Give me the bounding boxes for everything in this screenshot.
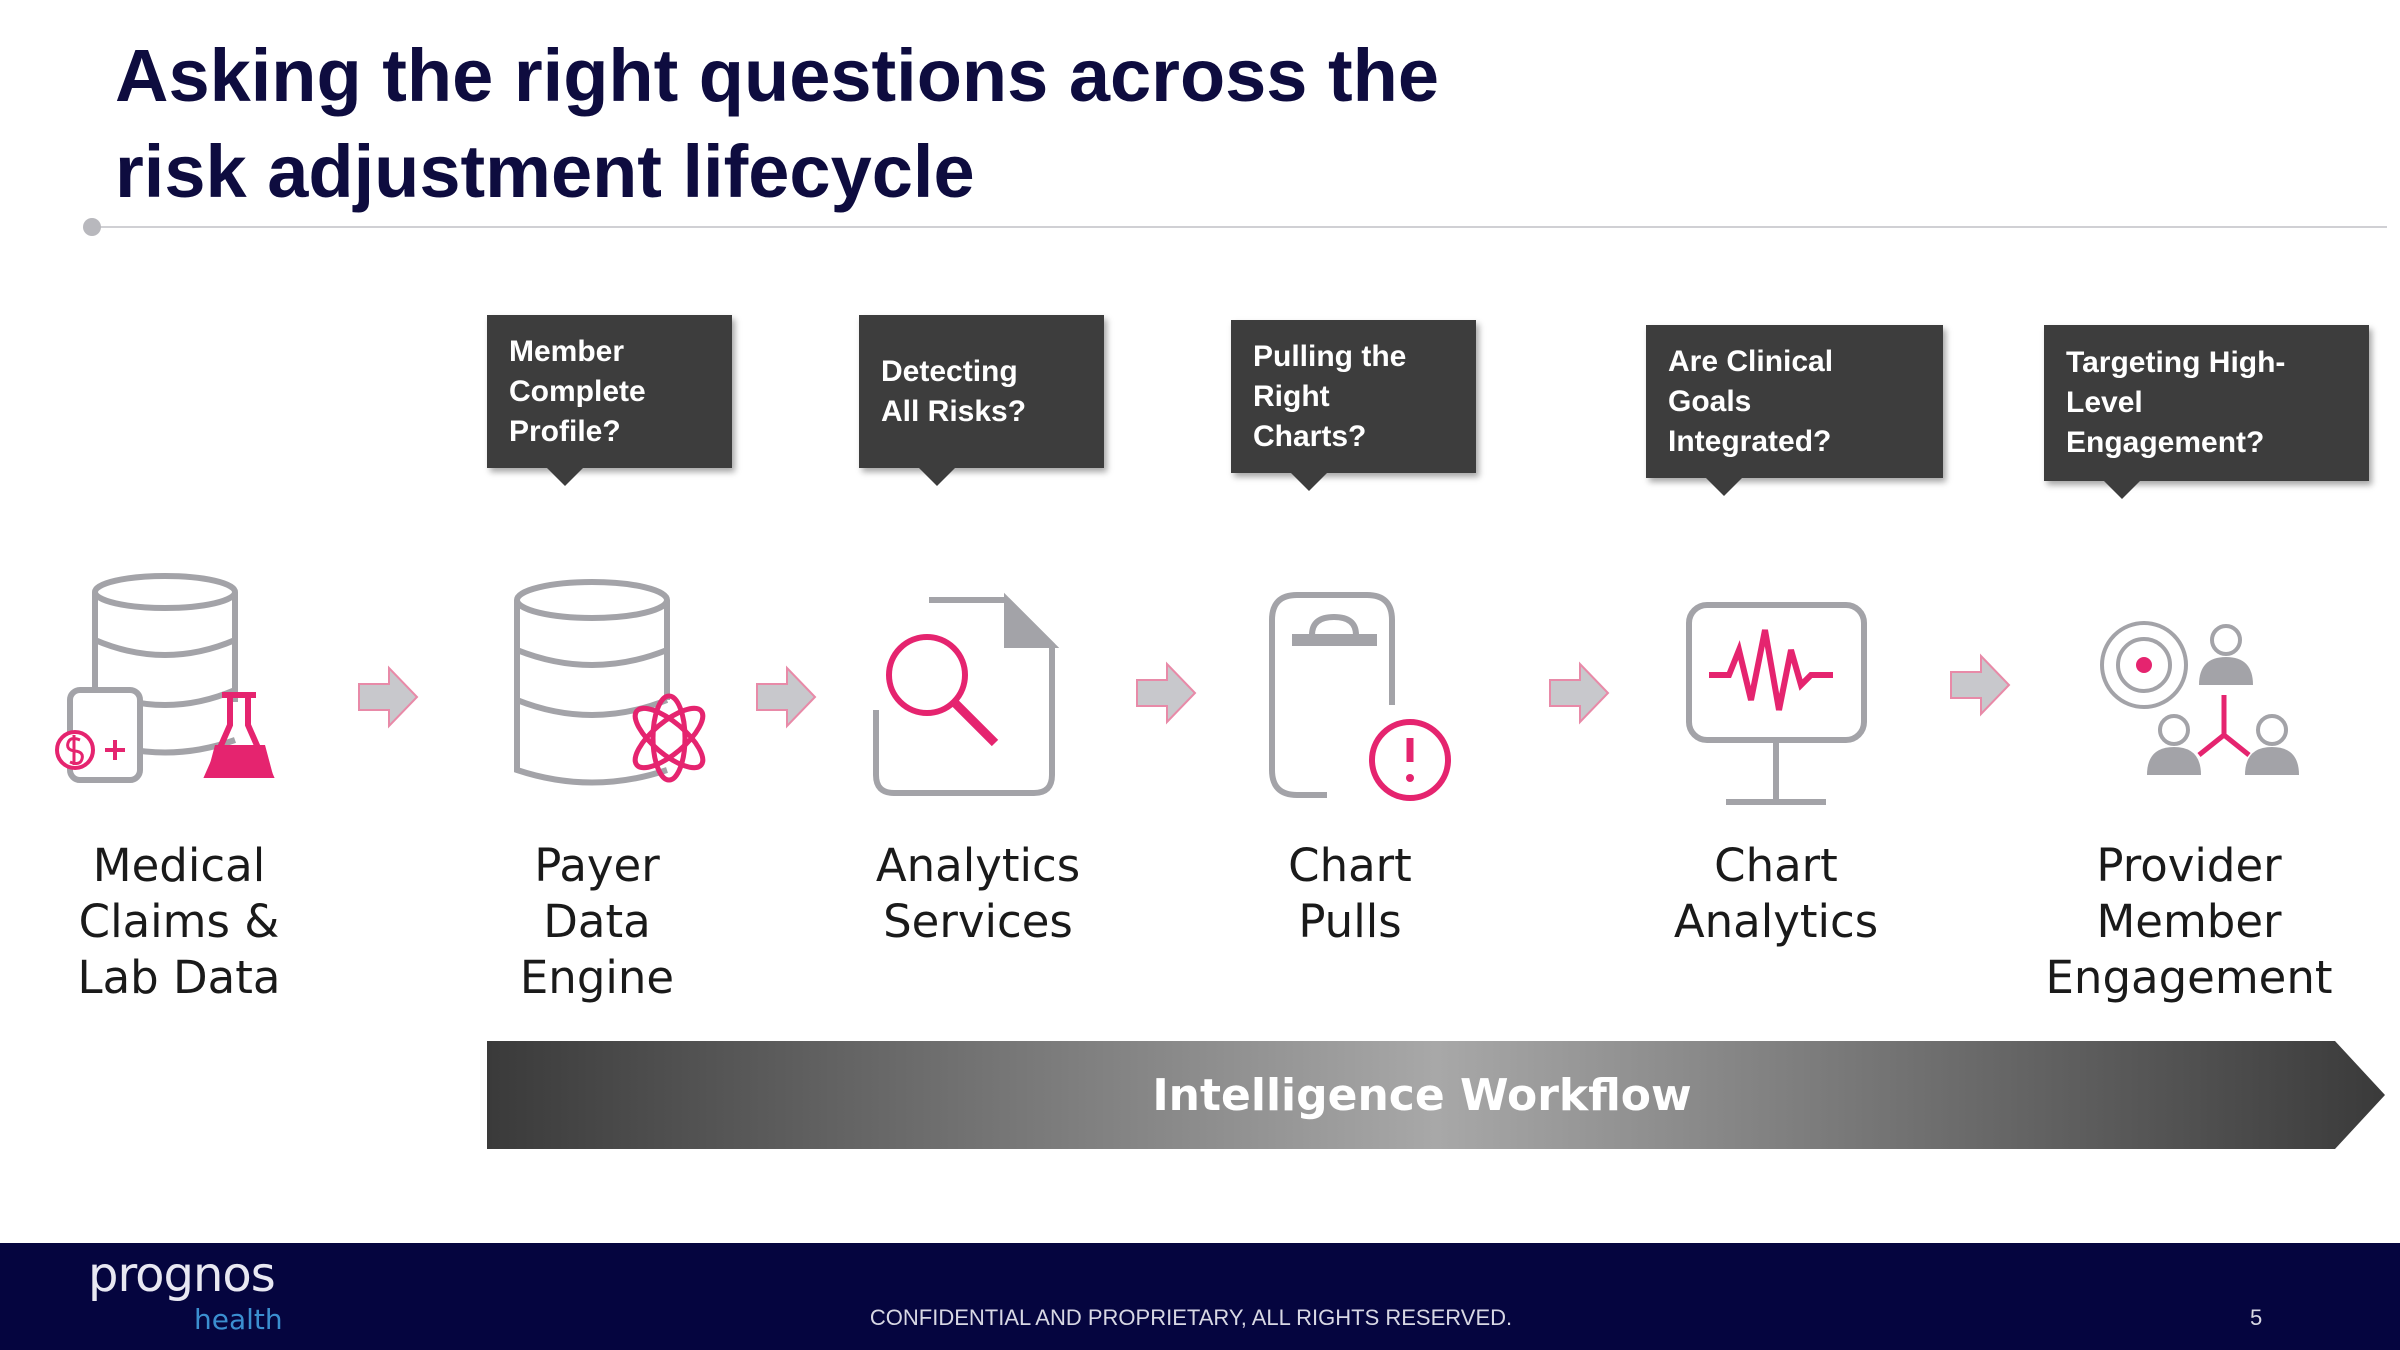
arrow-right-icon	[1136, 661, 1197, 725]
slide-title: Asking the right questions across the ri…	[115, 28, 1439, 220]
callout-text: Level	[2066, 386, 2143, 419]
title-line-1: Asking the right questions across the	[115, 34, 1440, 117]
step-label-line: Engine	[519, 951, 675, 1004]
step-label-line: Medical	[92, 839, 266, 892]
step-label-line: Analytics	[1673, 895, 1879, 948]
target-people-icon	[2100, 621, 2299, 775]
callout-text: Integrated?	[1668, 424, 1832, 458]
callout-text: All Risks?	[881, 394, 1027, 428]
arrow-right-icon	[1549, 661, 1610, 725]
step-label-line: Engagement	[2045, 951, 2333, 1004]
step-label-line: Services	[883, 895, 1073, 948]
monitor-waveform-icon	[1686, 602, 1867, 805]
callout-text: Charts?	[1253, 419, 1367, 453]
callout-text: Goals	[1668, 384, 1752, 418]
step-label-line: Member	[2096, 895, 2282, 948]
document-search-icon	[873, 592, 1060, 796]
step-label-line: Analytics	[875, 839, 1081, 892]
step-label-line: Chart	[1288, 839, 1412, 892]
database-lab-icon	[55, 573, 275, 783]
database-atom-icon	[514, 579, 706, 786]
confidential-notice: CONFIDENTIAL AND PROPRIETARY, ALL RIGHTS…	[869, 1305, 1513, 1330]
arrow-right-icon	[756, 665, 817, 729]
page-number: 5	[2250, 1305, 2263, 1330]
callout-text: Profile?	[509, 414, 621, 448]
prognos-logo-sub: health	[194, 1303, 283, 1336]
arrow-right-icon	[1950, 653, 2011, 717]
callout-text: Are Clinical	[1668, 344, 1834, 378]
step-label-line: Claims &	[78, 895, 280, 948]
callout-text: Right	[1253, 379, 1330, 413]
prognos-logo: prognos	[88, 1247, 276, 1303]
step-label-line: Payer	[534, 839, 660, 892]
callout-text: Complete	[509, 374, 646, 408]
callout-text: Engagement?	[2066, 426, 2265, 459]
callout-text: Pulling the	[1253, 339, 1407, 373]
step-label-line: Provider	[2096, 839, 2282, 892]
step-label-line: Data	[543, 895, 651, 948]
title-divider	[92, 226, 2387, 228]
callout-text: Detecting	[881, 354, 1018, 388]
step-label-line: Chart	[1714, 839, 1838, 892]
workflow-arrow-bar	[487, 1041, 2385, 1149]
title-line-2: risk adjustment lifecycle	[115, 130, 975, 213]
callout-text: Member	[509, 334, 625, 368]
arrow-right-icon	[358, 665, 419, 729]
callout-text: Targeting High-	[2066, 346, 2286, 379]
clipboard-alert-icon	[1269, 592, 1451, 801]
workflow-label: Intelligence Workflow	[1152, 1069, 1692, 1121]
footer	[0, 1243, 2400, 1350]
divider-dot	[83, 218, 101, 236]
step-label-line: Pulls	[1298, 895, 1402, 948]
step-label-line: Lab Data	[77, 951, 281, 1004]
